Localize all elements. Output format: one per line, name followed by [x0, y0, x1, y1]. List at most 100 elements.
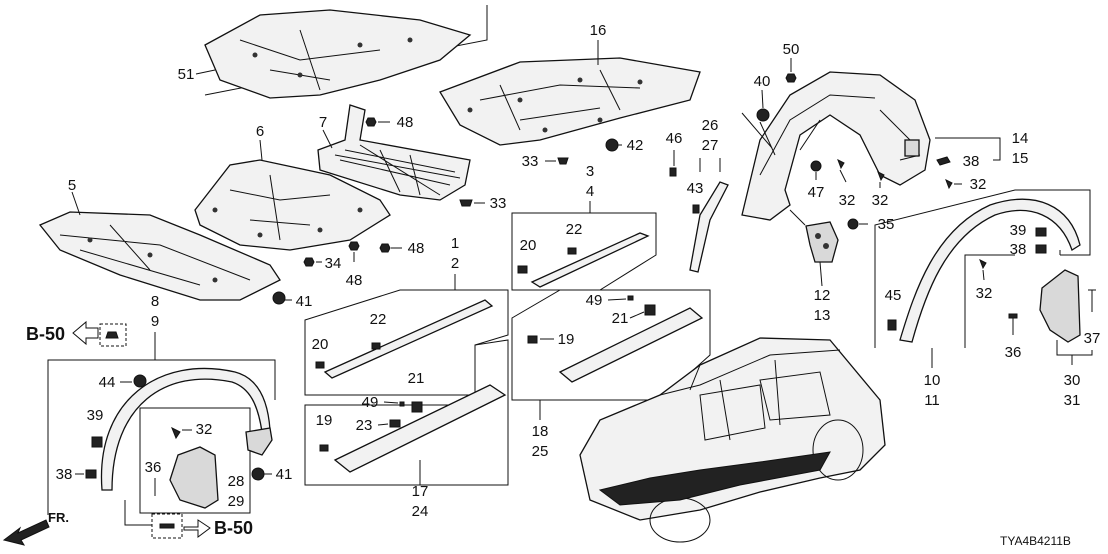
callout-48-low: 48 — [346, 272, 363, 289]
side-sill-garnish-1[interactable] — [323, 299, 494, 379]
callout-36-front: 36 — [145, 459, 162, 476]
clip-33-lower — [459, 199, 473, 207]
ref-arrow-bottom — [183, 519, 211, 538]
rear-undercover-16[interactable] — [439, 57, 701, 146]
rear-wheel-arch-molding-10[interactable] — [899, 198, 1081, 343]
callout-10: 10 — [924, 372, 941, 389]
clip-49-right — [627, 295, 634, 301]
front-mudguard-28[interactable] — [169, 446, 219, 509]
clip-47 — [810, 160, 822, 172]
callout-19-right: 19 — [558, 331, 575, 348]
clip-44 — [133, 374, 147, 388]
callout-38-top: 38 — [963, 153, 980, 170]
callout-14: 14 — [1012, 130, 1029, 147]
bolt-48-low — [348, 241, 360, 251]
callout-34: 34 — [325, 255, 342, 272]
clip-20-top — [517, 265, 528, 274]
screw-41-bottom — [251, 467, 265, 481]
callout-47: 47 — [808, 184, 825, 201]
pillar-garnish-26[interactable] — [689, 181, 729, 273]
bolt-46 — [669, 167, 677, 177]
clip-21-mid — [411, 401, 423, 413]
callout-6: 6 — [256, 123, 264, 140]
engine-undercover-6[interactable] — [194, 159, 391, 251]
screw-35 — [847, 218, 859, 230]
callout-5: 5 — [68, 177, 76, 194]
callout-12: 12 — [814, 287, 831, 304]
callout-39-front: 39 — [87, 407, 104, 424]
clip-19-right — [527, 335, 538, 344]
screw-32-liner — [837, 158, 845, 170]
diagram-code: TYA4B4211B — [1000, 534, 1071, 548]
splash-guard-bracket-12[interactable] — [805, 221, 839, 263]
clip-38-rear — [1035, 244, 1047, 254]
clip-38-front — [85, 469, 97, 479]
vehicle-overview — [579, 337, 886, 543]
callout-20-top: 20 — [520, 237, 537, 254]
floor-undercover-51[interactable] — [204, 9, 472, 99]
plug-40 — [756, 108, 770, 122]
callout-13: 13 — [814, 307, 831, 324]
clip-33-upper — [557, 157, 569, 165]
callout-44: 44 — [99, 374, 116, 391]
callout-1: 1 — [451, 235, 459, 252]
under-tray-7[interactable] — [317, 104, 471, 201]
callout-32-far: 32 — [970, 176, 987, 193]
callout-30: 30 — [1064, 372, 1081, 389]
callout-32-rear: 32 — [976, 285, 993, 302]
callout-11: 11 — [924, 392, 940, 409]
clip-42 — [605, 138, 619, 152]
callout-27: 27 — [702, 137, 719, 154]
front-label: FR. — [48, 510, 69, 525]
callout-36-rear: 36 — [1005, 344, 1022, 361]
rear-mudguard-30[interactable] — [1039, 269, 1081, 343]
ref-box-bottom — [151, 513, 183, 539]
callout-2: 2 — [451, 255, 459, 272]
rear-inner-fender-14[interactable] — [741, 71, 931, 221]
clip-19-mid — [319, 444, 329, 452]
callout-20-mid: 20 — [312, 336, 329, 353]
callout-23: 23 — [356, 417, 373, 434]
clip-45 — [887, 319, 897, 331]
callout-32-front: 32 — [196, 421, 213, 438]
callout-33-upper: 33 — [522, 153, 539, 170]
bolt-50 — [785, 73, 797, 83]
screw-32-front — [171, 426, 181, 440]
callout-22-mid: 22 — [370, 311, 387, 328]
callout-26: 26 — [702, 117, 719, 134]
callout-3: 3 — [586, 163, 594, 180]
callout-15: 15 — [1012, 150, 1029, 167]
screw-41-top — [272, 291, 286, 305]
callout-35: 35 — [878, 216, 895, 233]
callout-22-top: 22 — [566, 221, 583, 238]
callout-21-right: 21 — [612, 310, 629, 327]
callout-50: 50 — [783, 41, 800, 58]
front-direction-arrow — [2, 519, 50, 546]
ref-box-top — [99, 323, 127, 347]
callout-40: 40 — [754, 73, 771, 90]
front-undercover-5[interactable] — [38, 211, 281, 301]
callout-4: 4 — [586, 183, 594, 200]
callout-37: 37 — [1084, 330, 1101, 347]
callout-48-top: 48 — [397, 114, 414, 131]
group-frame-28-29 — [139, 407, 251, 514]
callout-51: 51 — [178, 66, 195, 83]
callout-28: 28 — [228, 473, 245, 490]
callout-43: 43 — [687, 180, 704, 197]
callout-32-liner-right: 32 — [872, 192, 889, 209]
callout-45: 45 — [885, 287, 902, 304]
callout-16: 16 — [590, 22, 607, 39]
callout-7: 7 — [319, 114, 327, 131]
bolt-48-mid — [379, 243, 391, 253]
bolt-34 — [303, 257, 315, 267]
callout-42: 42 — [627, 137, 644, 154]
door-sill-molding-3[interactable] — [530, 232, 650, 288]
callout-21-mid: 21 — [408, 370, 425, 387]
side-sill-lower-18[interactable] — [558, 307, 704, 383]
callout-24: 24 — [412, 503, 429, 520]
group-frame-10-11 — [874, 189, 1091, 348]
clip-22-top — [567, 247, 577, 255]
callout-39-rear: 39 — [1010, 222, 1027, 239]
screw-32-liner-right — [877, 170, 885, 182]
side-sill-garnish-17[interactable] — [333, 384, 507, 473]
